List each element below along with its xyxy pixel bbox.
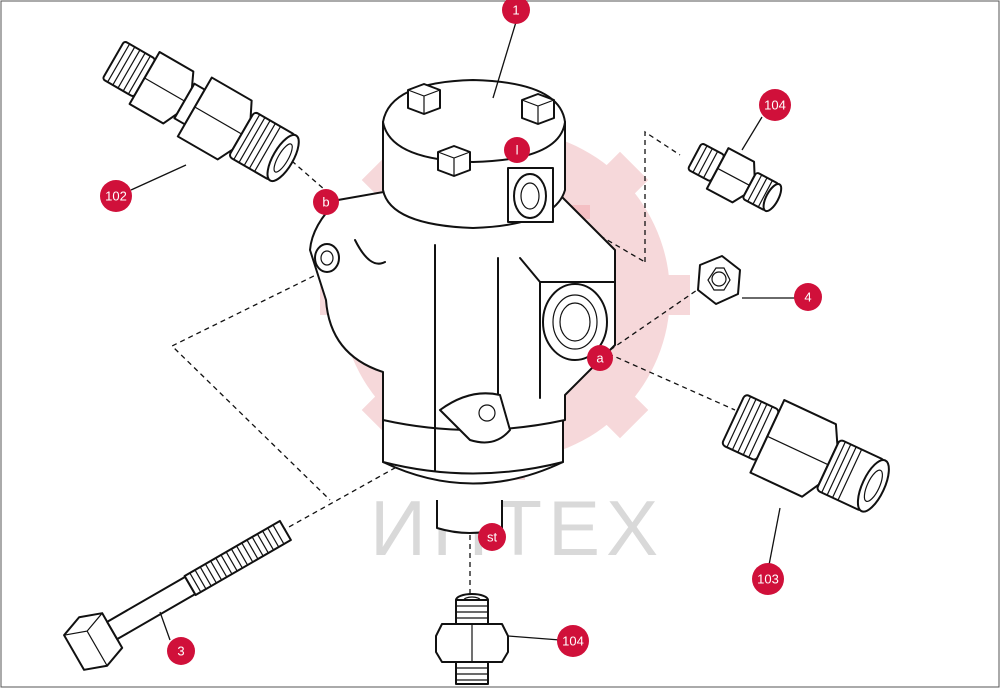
- callout-4: 4: [794, 283, 822, 311]
- callout-102: 102: [100, 180, 132, 212]
- fitting-104-top: [687, 143, 783, 213]
- svg-text:l: l: [516, 143, 519, 158]
- svg-text:b: b: [322, 195, 329, 210]
- hex-nut-4: [697, 255, 741, 305]
- callout-104-top: 104: [759, 89, 791, 121]
- valve-body: [309, 79, 616, 534]
- callout-104-bottom: 104: [557, 625, 589, 657]
- svg-text:1: 1: [512, 3, 519, 18]
- watermark-text: ИНТЕХ: [370, 484, 664, 572]
- svg-text:103: 103: [757, 572, 779, 587]
- fitting-104-bottom: [435, 593, 509, 685]
- svg-text:102: 102: [105, 189, 127, 204]
- callout-a: a: [587, 345, 613, 371]
- union-fitting-103: [721, 394, 890, 513]
- svg-text:3: 3: [177, 644, 184, 659]
- svg-text:st: st: [487, 530, 498, 545]
- union-fitting-102: [102, 41, 300, 183]
- callout-st: st: [478, 523, 506, 551]
- callout-103: 103: [752, 563, 784, 595]
- leader-lines: [130, 21, 795, 641]
- callout-1: 1: [502, 0, 530, 24]
- callout-l: l: [504, 137, 530, 163]
- callout-3: 3: [167, 637, 195, 665]
- svg-text:104: 104: [562, 634, 584, 649]
- assembly-lines: [170, 130, 736, 598]
- callout-b: b: [313, 189, 339, 215]
- svg-text:104: 104: [764, 98, 786, 113]
- svg-text:4: 4: [804, 290, 811, 305]
- bolt-3: [63, 519, 292, 671]
- svg-text:a: a: [596, 351, 604, 366]
